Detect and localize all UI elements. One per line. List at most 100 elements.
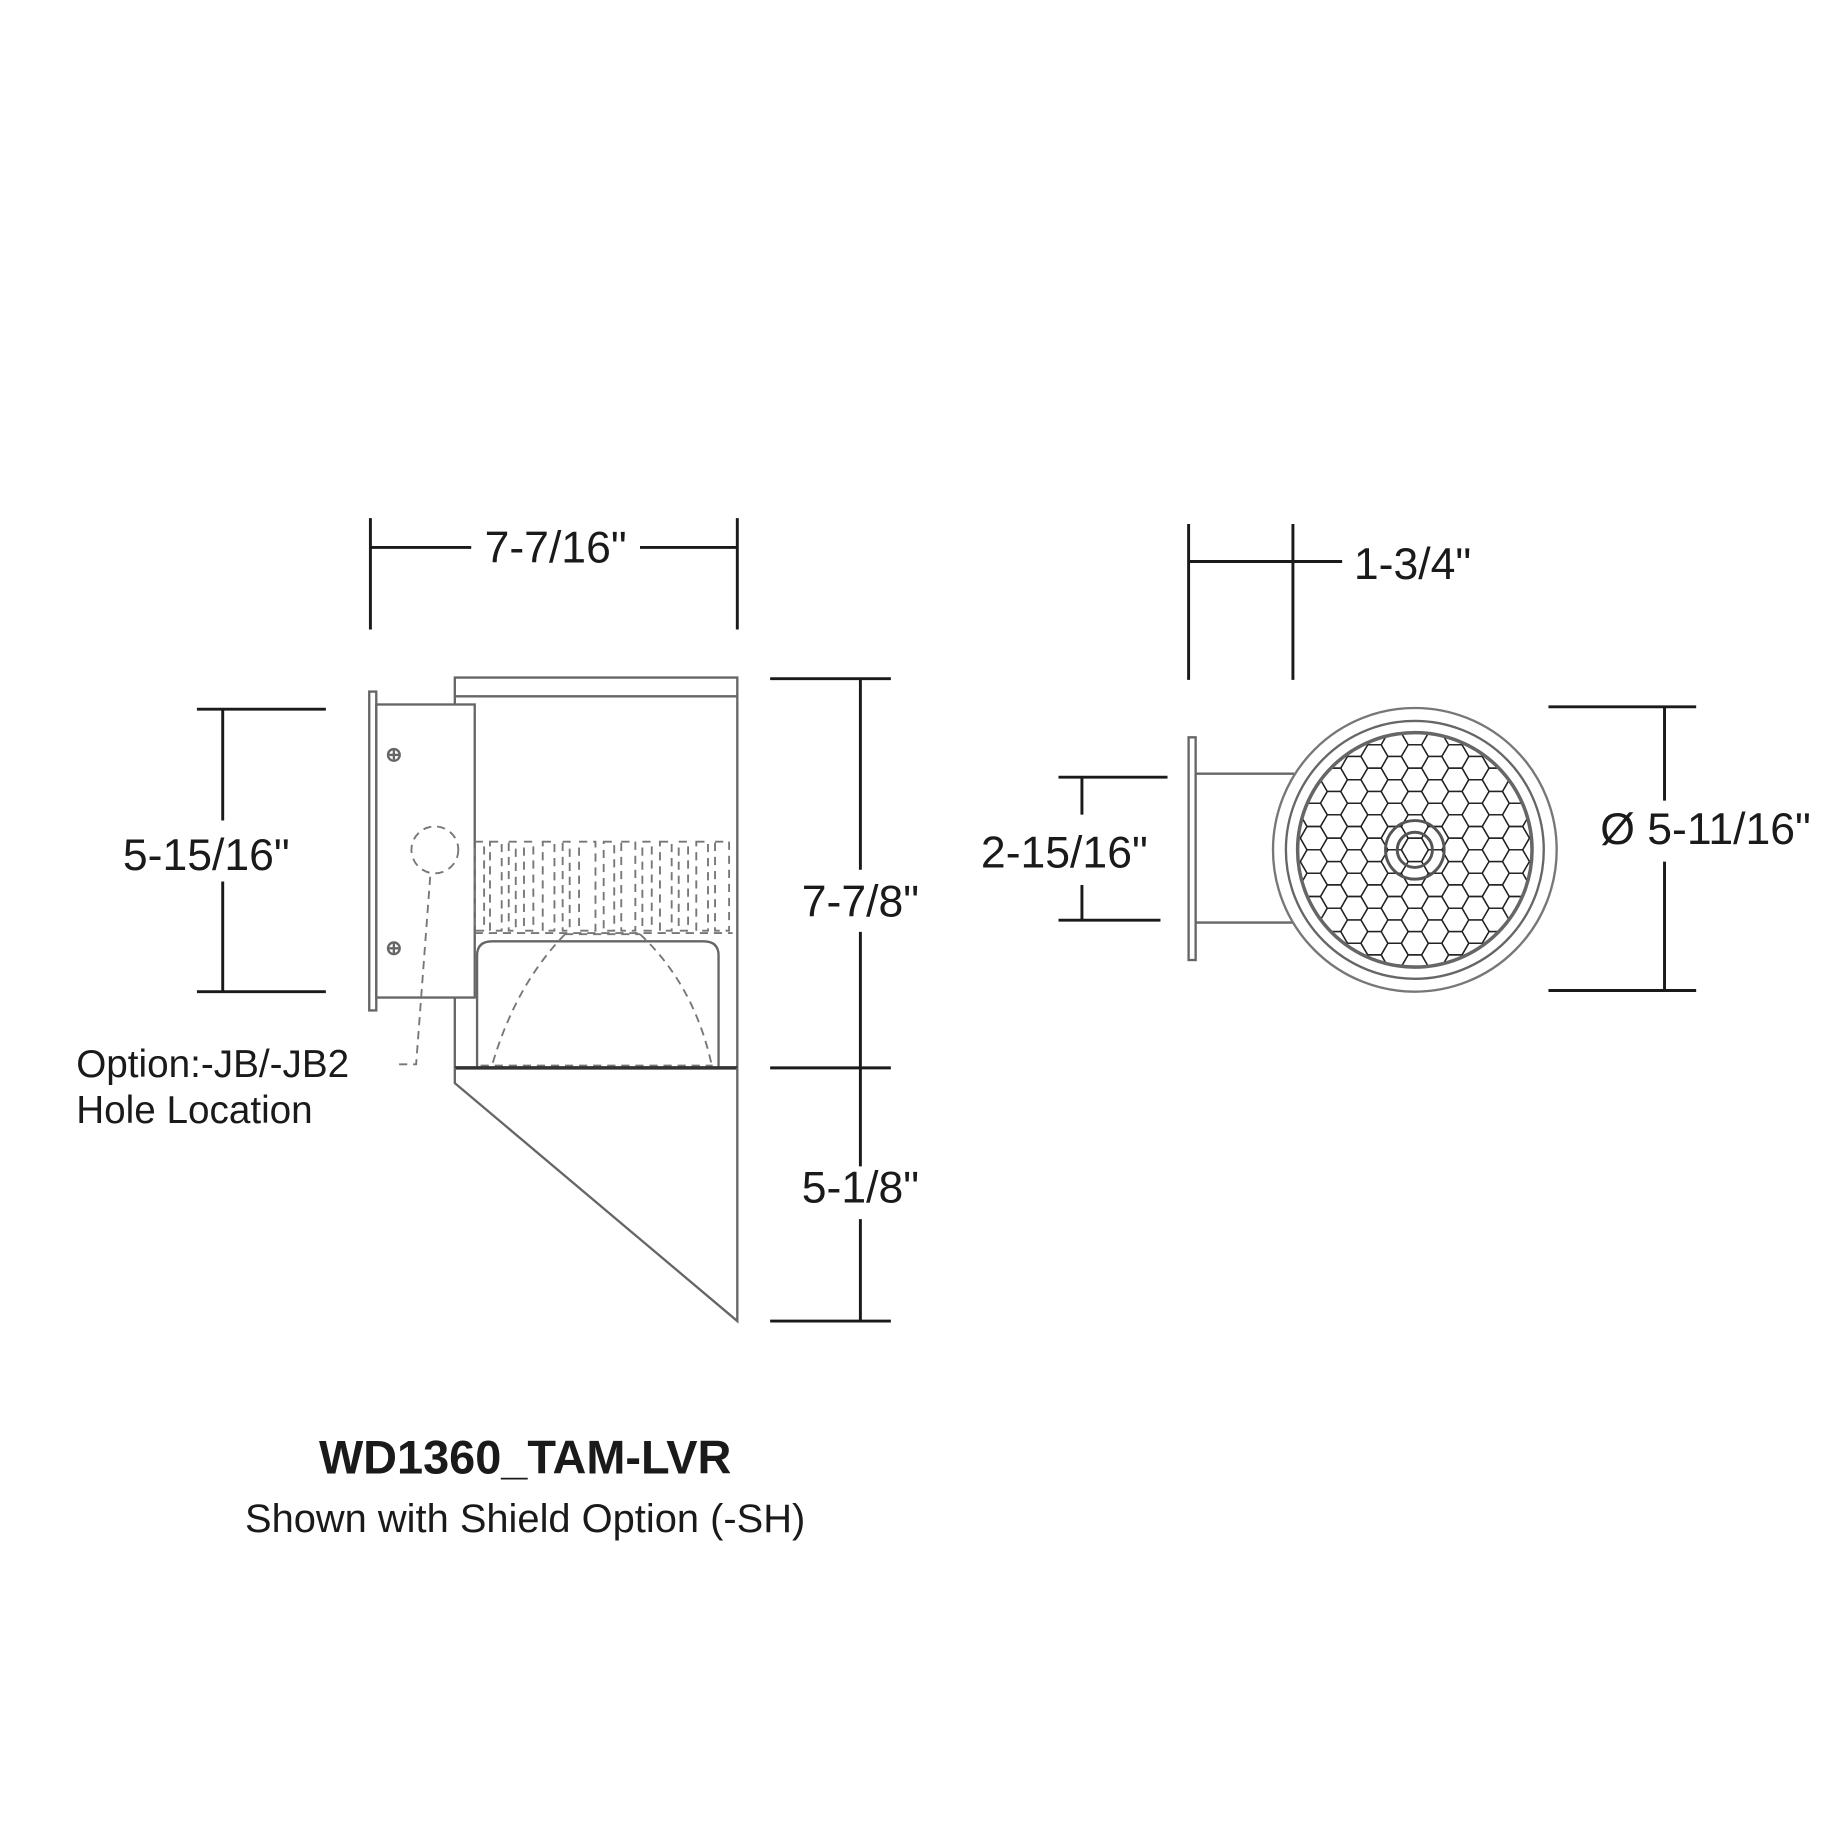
- honeycomb-cell: [1361, 605, 1388, 628]
- honeycomb-cell: [1563, 745, 1590, 768]
- diameter-label: Ø 5-11/16": [1600, 805, 1811, 854]
- honeycomb-cell: [1280, 978, 1307, 1001]
- width-dimension-label: 7-7/16": [485, 524, 627, 573]
- honeycomb-cell: [1482, 1025, 1509, 1048]
- honeycomb-cell: [1523, 1025, 1550, 1048]
- honeycomb-cell: [1361, 628, 1388, 651]
- honeycomb-cell: [1240, 651, 1267, 674]
- honeycomb-cell: [1381, 1060, 1408, 1083]
- honeycomb-cell: [1482, 978, 1509, 1001]
- honeycomb-cell: [1462, 663, 1489, 686]
- front-view: 1-3/4" 2-15/16" Ø 5-11/16": [981, 523, 1811, 1106]
- honeycomb-cell: [1442, 605, 1469, 628]
- honeycomb-cell: [1300, 1013, 1327, 1036]
- louver-fin: [602, 840, 616, 932]
- honeycomb-cell: [1521, 837, 1531, 863]
- honeycomb-cell: [1361, 1072, 1388, 1095]
- honeycomb-cell: [1422, 686, 1449, 709]
- honeycomb-cell: [1381, 616, 1408, 639]
- honeycomb-cell: [1422, 616, 1449, 639]
- honeycomb-cell: [1341, 1083, 1368, 1106]
- honeycomb-cell: [1523, 675, 1550, 698]
- louver-fin: [659, 840, 673, 932]
- side-view: 7-7/16" 5-15/16" 7-7/8" 5-1/8": [76, 518, 919, 1324]
- honeycomb-cell: [1503, 1037, 1530, 1060]
- honeycomb-cell: [1381, 686, 1408, 709]
- honeycomb-cell: [1260, 1060, 1287, 1083]
- honeycomb-cell: [1298, 954, 1308, 966]
- honeycomb-cell: [1501, 965, 1531, 966]
- honeycomb-cell: [1563, 862, 1590, 885]
- honeycomb-cell: [1401, 651, 1428, 674]
- honeycomb-cell: [1543, 710, 1570, 733]
- honeycomb-cell: [1280, 698, 1307, 721]
- honeycomb-cell: [1543, 967, 1570, 990]
- honeycomb-cell: [1280, 1025, 1307, 1048]
- honeycomb-cell: [1320, 1048, 1347, 1071]
- honeycomb-cell: [1503, 990, 1530, 1013]
- honeycomb-cell: [1320, 1072, 1347, 1095]
- honeycomb-cell: [1341, 663, 1368, 686]
- louver-fin: [489, 840, 503, 932]
- honeycomb-cell: [1462, 1013, 1489, 1036]
- honeycomb-cell: [1501, 733, 1531, 734]
- honeycomb-cell: [1341, 990, 1368, 1013]
- honeycomb-cell: [1563, 1002, 1590, 1025]
- honeycomb-cell: [1523, 1072, 1550, 1095]
- honeycomb-cell: [1482, 675, 1509, 698]
- housing-height-dimension: 7-7/8" 5-1/8": [770, 677, 919, 1323]
- jb-leader: [398, 876, 432, 1066]
- honeycomb-cell: [1260, 686, 1287, 709]
- honeycomb-cell: [1240, 721, 1267, 744]
- honeycomb-cell: [1381, 663, 1408, 686]
- honeycomb-cell: [1341, 640, 1368, 663]
- honeycomb-cell: [1442, 651, 1469, 674]
- honeycomb-cell: [1320, 698, 1347, 721]
- honeycomb-cell: [1563, 932, 1590, 955]
- model-title: WD1360_TAM-LVR: [319, 1431, 731, 1483]
- honeycomb-cell: [1300, 616, 1327, 639]
- model-subtitle: Shown with Shield Option (-SH): [245, 1497, 805, 1541]
- jb-note-line2: Hole Location: [76, 1089, 313, 1132]
- honeycomb-cell: [1320, 651, 1347, 674]
- honeycomb-cell: [1240, 675, 1267, 698]
- honeycomb-cell: [1462, 1083, 1489, 1106]
- honeycomb-cell: [1442, 675, 1469, 698]
- depth-dimension-label: 1-3/4": [1354, 540, 1471, 589]
- honeycomb-cell: [1503, 686, 1530, 709]
- honeycomb-cell: [1442, 1072, 1469, 1095]
- honeycomb-cell: [1563, 675, 1590, 698]
- honeycomb-cell: [1442, 1002, 1469, 1025]
- honeycomb-cell: [1422, 1013, 1449, 1036]
- honeycomb-cell: [1320, 605, 1347, 628]
- honeycomb-cell: [1521, 860, 1531, 886]
- honeycomb-cell: [1442, 1025, 1469, 1048]
- jb-note-line1: Option:-JB/-JB2: [76, 1043, 349, 1086]
- honeycomb-cell: [1298, 733, 1308, 746]
- honeycomb-cell: [1401, 675, 1428, 698]
- louver-fin: [473, 840, 486, 932]
- honeycomb-cell: [1563, 768, 1590, 791]
- honeycomb-cell: [1482, 628, 1509, 651]
- honeycomb-cell: [1341, 616, 1368, 639]
- honeycomb-cell: [1523, 605, 1550, 628]
- honeycomb-cell: [1482, 605, 1509, 628]
- honeycomb-cell: [1521, 814, 1531, 839]
- honeycomb-cell: [1563, 605, 1590, 628]
- honeycomb-cell: [1401, 1025, 1428, 1048]
- louver-fin: [677, 840, 690, 932]
- width-dimension: 7-7/16": [368, 518, 739, 630]
- honeycomb-cell: [1341, 1013, 1368, 1036]
- shield-height-label: 5-1/8": [802, 1164, 919, 1213]
- honeycomb-cell: [1401, 1002, 1428, 1025]
- honeycomb-cell: [1422, 990, 1449, 1013]
- honeycomb-cell: [1381, 1037, 1408, 1060]
- honeycomb-cell: [1240, 791, 1267, 814]
- honeycomb-cell: [1563, 908, 1590, 931]
- honeycomb-cell: [1381, 1013, 1408, 1036]
- honeycomb-cell: [1523, 978, 1550, 1001]
- honeycomb-cell: [1563, 955, 1590, 978]
- honeycomb-cell: [1240, 628, 1267, 651]
- honeycomb-cell: [1503, 663, 1530, 686]
- honeycomb-cell: [1381, 640, 1408, 663]
